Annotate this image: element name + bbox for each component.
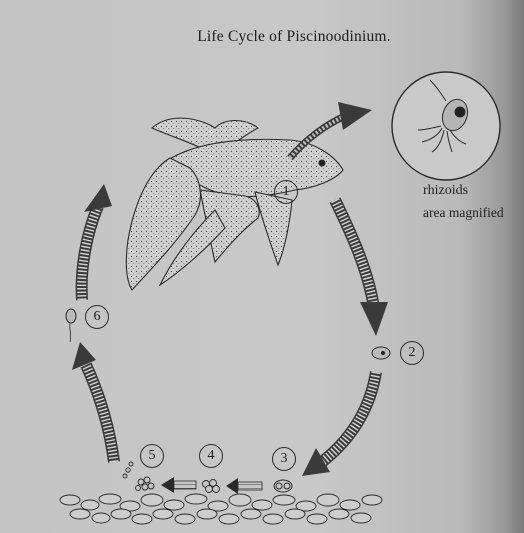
arrow-stage3-to-stage4 [226,478,262,494]
stage-3-number: 3 [272,447,296,471]
magnified-note-line1: rhizoids [423,183,468,199]
fish-eye [319,160,325,166]
stage-2-number: 2 [400,341,424,365]
magnified-rhizoids-circle [392,72,500,180]
stage2-tomont-icon [372,347,390,359]
arrow-stage2-to-stage3 [302,372,376,476]
stage-5-number: 5 [140,444,164,468]
substrate-gravel [60,494,382,524]
arrow-stage6-to-stage1 [82,184,112,300]
stage6-dinospore-icon [66,309,76,342]
fish-illustration [126,118,343,290]
stage3-cyst-icon [274,480,292,492]
arrow-to-magnification [290,102,372,158]
stage-6-number: 6 [85,305,109,329]
arrow-stage4-to-stage5 [161,477,196,493]
arrow-stage5-to-stage6 [72,342,114,462]
arrow-stage1-to-stage2 [335,200,388,336]
magnified-note-line2: area magnified [423,205,504,221]
stage-1-number: 1 [274,180,298,204]
stage4-dividing-cyst-icon [203,480,220,493]
fish-tail-fin [126,158,200,290]
stage-4-number: 4 [199,444,223,468]
